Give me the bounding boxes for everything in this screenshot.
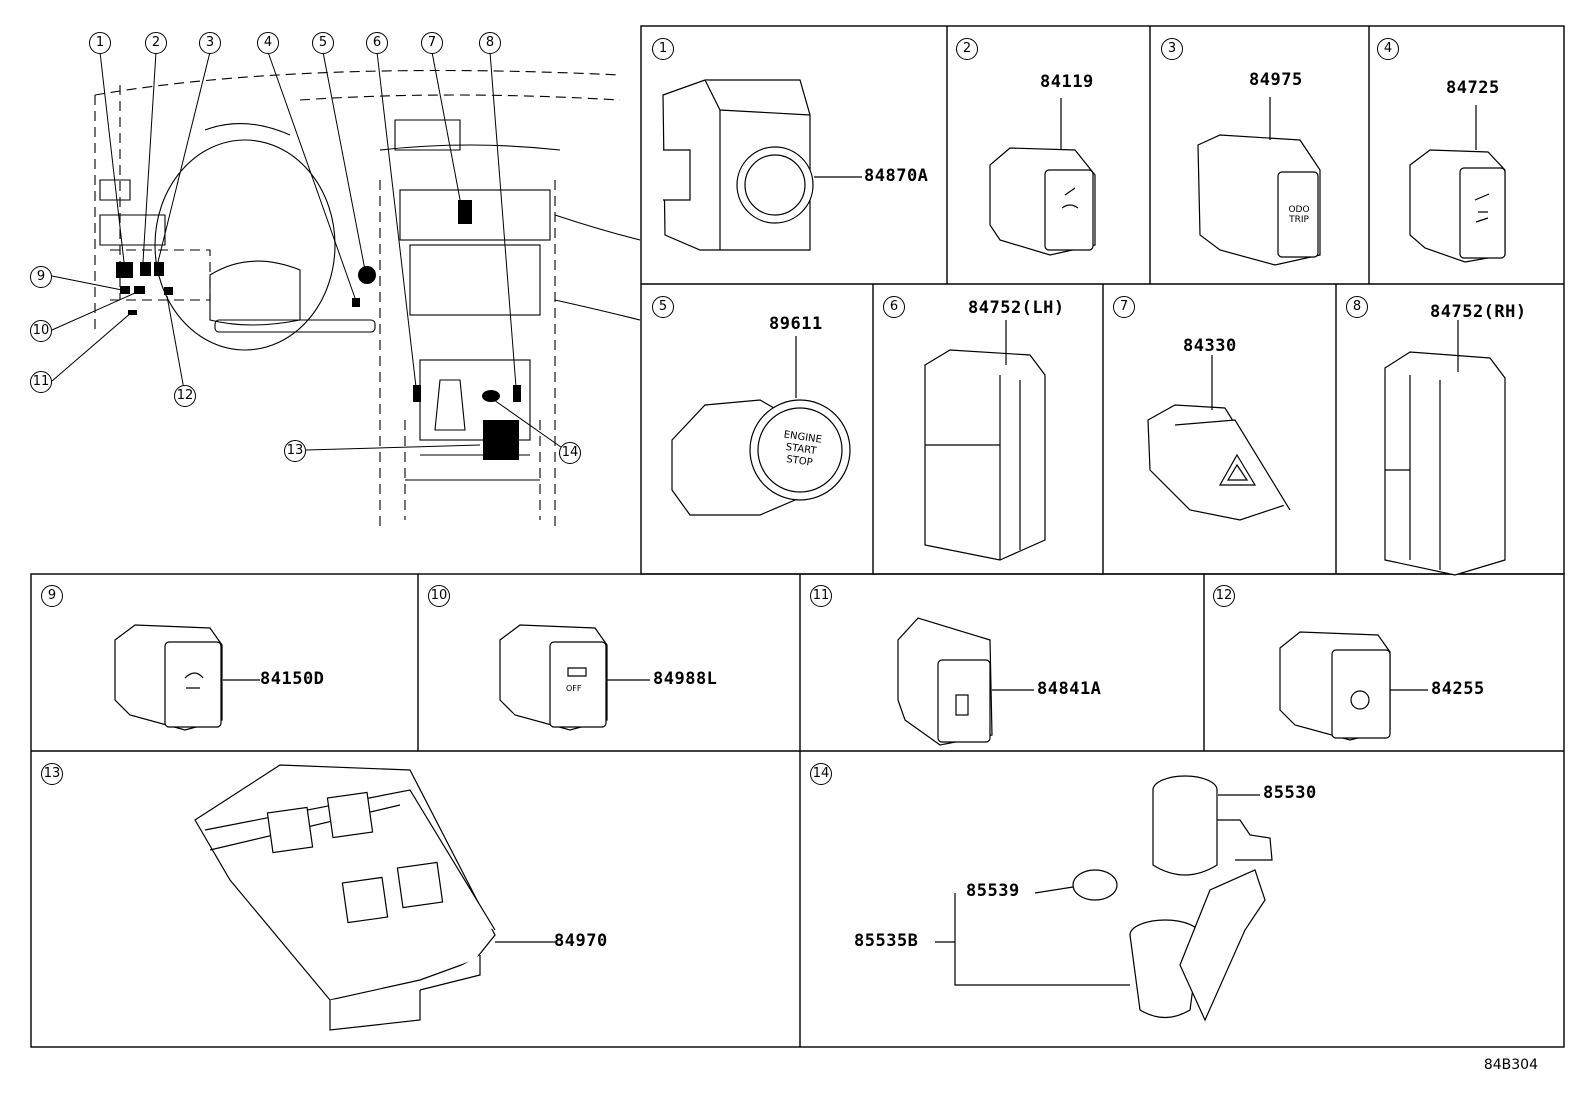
part-number-84752-lh: 84752(LH) [968, 298, 1065, 318]
panel-index-5: 5 [652, 296, 674, 318]
part-number-84255: 84255 [1431, 679, 1485, 699]
part-number-85535B: 85535B [854, 931, 919, 951]
loc-marker-9 [120, 286, 130, 294]
panel-index-2: 2 [956, 38, 978, 60]
diagram-code: 84B304 [1483, 1057, 1538, 1073]
loc-marker-11 [128, 310, 137, 315]
panel-index-8: 8 [1346, 296, 1368, 318]
part-number-84150D: 84150D [260, 669, 325, 689]
panel-index-1: 1 [652, 38, 674, 60]
overview-callout-6: 6 [366, 32, 388, 54]
loc-marker-12 [164, 287, 173, 295]
loc-marker-5 [358, 266, 376, 284]
panel-index-7: 7 [1113, 296, 1135, 318]
overview-callout-2: 2 [145, 32, 167, 54]
panel-index-14: 14 [810, 763, 832, 785]
part-number-84870A: 84870A [864, 166, 929, 186]
loc-marker-8 [513, 385, 521, 402]
part-number-84841A: 84841A [1037, 679, 1102, 699]
dashboard-overview-drawing [51, 51, 641, 530]
panel-index-6: 6 [883, 296, 905, 318]
part-number-84119: 84119 [1040, 72, 1094, 92]
overview-callout-10: 10 [30, 320, 52, 342]
fuel-door-icon [897, 617, 993, 746]
part-number-89611: 89611 [769, 314, 823, 334]
stability-control-icon [989, 147, 1096, 256]
part-number-84752-rh: 84752(RH) [1430, 302, 1527, 322]
loc-marker-2 [140, 262, 151, 276]
overview-callout-12: 12 [174, 385, 196, 407]
overview-callout-11: 11 [30, 371, 52, 393]
headlight-washer-icon [114, 624, 223, 731]
loc-marker-13 [483, 420, 519, 460]
part-number-84988L: 84988L [653, 669, 718, 689]
overview-callout-3: 3 [199, 32, 221, 54]
panel-index-3: 3 [1161, 38, 1183, 60]
part-number-84330: 84330 [1183, 336, 1237, 356]
traction-off-icon [499, 624, 608, 731]
panel-index-11: 11 [810, 585, 832, 607]
odo-text: ODO [1288, 205, 1310, 215]
panel-index-12: 12 [1213, 585, 1235, 607]
hazard-triangle-icon [1147, 404, 1291, 521]
loc-marker-7 [458, 200, 472, 224]
loc-marker-4 [352, 298, 360, 307]
panel-index-13: 13 [41, 763, 63, 785]
overview-callout-9: 9 [30, 266, 52, 288]
overview-callout-8: 8 [479, 32, 501, 54]
odo-trip-label: ODO TRIP [1279, 205, 1319, 225]
part-number-85530: 85530 [1263, 783, 1317, 803]
mirror-switch-icon [662, 79, 814, 251]
loc-marker-1 [116, 262, 133, 278]
part-number-84975: 84975 [1249, 70, 1303, 90]
loc-marker-3 [154, 262, 164, 276]
part-number-84725: 84725 [1446, 78, 1500, 98]
loc-marker-6 [413, 385, 421, 402]
power-outlet-icon [1072, 775, 1273, 1022]
part-number-85539: 85539 [966, 881, 1020, 901]
loc-marker-14 [482, 390, 500, 402]
part-number-84970: 84970 [554, 931, 608, 951]
panel-index-4: 4 [1377, 38, 1399, 60]
off-label: OFF [566, 684, 582, 693]
overview-callout-14: 14 [559, 442, 581, 464]
loc-marker-10 [134, 286, 145, 294]
panel-index-10: 10 [428, 585, 450, 607]
panel-index-9: 9 [41, 585, 63, 607]
overview-callout-1: 1 [89, 32, 111, 54]
overview-callout-7: 7 [421, 32, 443, 54]
overview-callout-4: 4 [257, 32, 279, 54]
overview-callout-5: 5 [312, 32, 334, 54]
overview-callout-13: 13 [284, 440, 306, 462]
trip-text: TRIP [1289, 215, 1309, 225]
